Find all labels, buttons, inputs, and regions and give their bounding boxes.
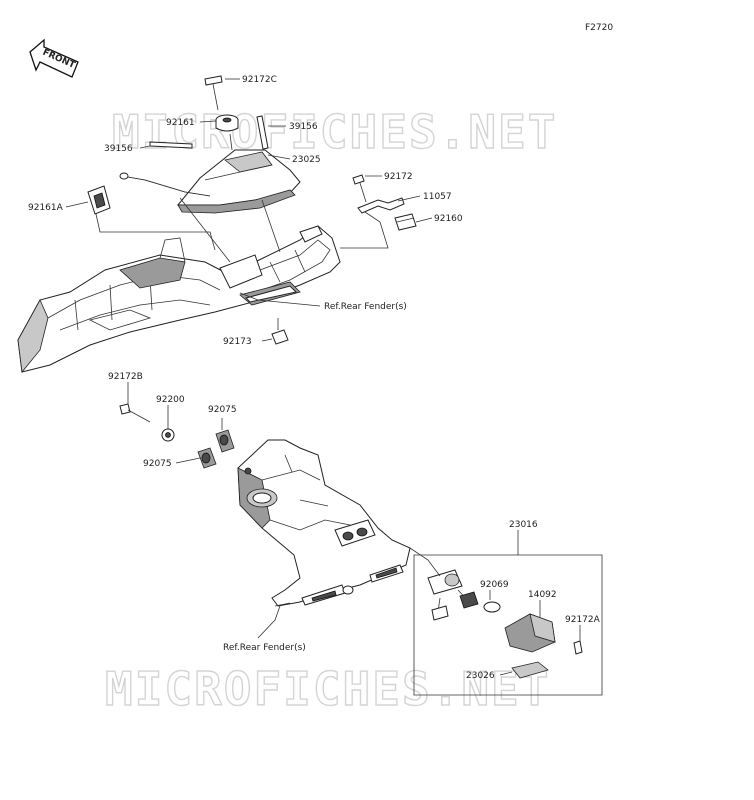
watermark-bottom: MICROFICHES.NET (105, 662, 550, 716)
label-ref-rear-fender-top: Ref.Rear Fender(s) (324, 302, 407, 312)
grommet-92161a (87, 185, 111, 215)
lens-14092 (504, 613, 556, 653)
rod-39156-right (256, 115, 269, 150)
label-11057: 11057 (423, 192, 452, 202)
label-92160: 92160 (434, 214, 463, 224)
seat-cover-23025 (176, 149, 301, 214)
bolt-92172 (352, 174, 367, 203)
gasket-23026 (511, 661, 549, 679)
plate-bracket-assembly (237, 439, 411, 607)
label-92172b: 92172B (108, 372, 143, 382)
upper-leader-lines (65, 78, 433, 342)
label-39156-right: 39156 (289, 122, 318, 132)
watermark-top: MICROFICHES.NET (112, 105, 557, 159)
damper-92075-left (197, 447, 217, 469)
label-92069: 92069 (480, 580, 509, 590)
washer-92200 (161, 428, 175, 442)
label-92172: 92172 (384, 172, 413, 182)
figure-code: F2720 (585, 23, 613, 33)
clip-92173 (271, 318, 289, 345)
bolt-92172b (119, 403, 151, 423)
bracket-11057 (357, 197, 405, 214)
license-light-group-box (413, 530, 603, 696)
damper-92075-right (215, 429, 235, 453)
front-arrow-icon: FRONT (29, 38, 79, 78)
label-23016: 23016 (509, 520, 538, 530)
label-92173: 92173 (223, 337, 252, 347)
label-92075-right: 92075 (208, 405, 237, 415)
lower-leader-lines (127, 382, 581, 676)
pad-92160 (394, 213, 417, 231)
label-23026: 23026 (466, 671, 495, 681)
wire-39156-left (119, 141, 211, 197)
label-92172c: 92172C (242, 75, 277, 85)
label-92161: 92161 (166, 118, 195, 128)
label-92075-left: 92075 (143, 459, 172, 469)
undertray-assembly (17, 225, 341, 373)
label-23025: 23025 (292, 155, 321, 165)
label-92200: 92200 (156, 395, 185, 405)
label-92172a: 92172A (565, 615, 601, 625)
grommet-92161 (215, 114, 239, 132)
label-92161a: 92161A (28, 203, 64, 213)
bolt-92172c (204, 75, 223, 111)
socket-23016 (427, 569, 471, 621)
screw-92172a (573, 640, 583, 655)
label-ref-rear-fender-bottom: Ref.Rear Fender(s) (223, 643, 306, 653)
label-14092: 14092 (528, 590, 557, 600)
label-39156-left: 39156 (104, 144, 133, 154)
bulb-92069 (459, 591, 501, 613)
